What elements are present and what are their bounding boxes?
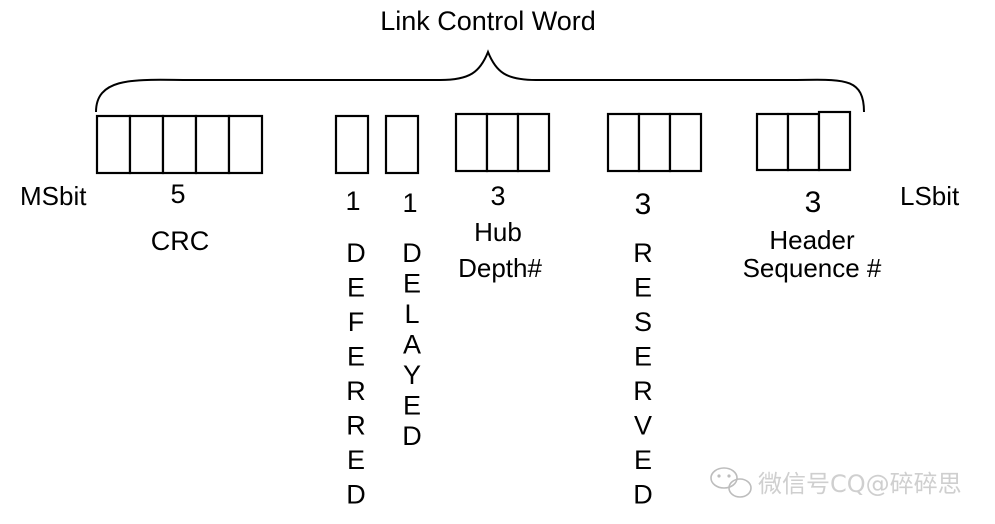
reserved-letter: V (634, 411, 652, 441)
deferred-letter: D (346, 238, 366, 268)
hub-depth-bit-count: 3 (490, 181, 505, 211)
delayed-bit-count: 1 (402, 188, 417, 218)
msbit-label: MSbit (20, 181, 87, 211)
header-seq-bit-box (817, 110, 852, 172)
reserved-letter: S (634, 307, 652, 337)
deferred-letter: R (346, 376, 366, 406)
bit-boxes (95, 110, 852, 175)
reserved-bit-count: 3 (635, 188, 652, 221)
crc-bit-count: 5 (170, 179, 185, 209)
hub-depth-label-line2: Depth# (458, 253, 542, 283)
watermark-text: 微信号CQ@碎碎思 (758, 470, 962, 498)
hub-depth-bit-box (516, 112, 551, 173)
reserved-letter: R (633, 376, 653, 406)
diagram-title: Link Control Word (380, 6, 596, 36)
hub-depth-bit-box (485, 112, 520, 173)
delayed-letter: E (403, 269, 421, 299)
watermark: 微信号CQ@碎碎思 (710, 467, 962, 498)
header-seq-bit-box (755, 112, 790, 172)
reserved-letter: R (633, 238, 653, 268)
wechat-icon (710, 467, 752, 498)
delayed-letter: L (404, 299, 419, 329)
delayed-letter: A (403, 330, 421, 360)
crc-bit-box (227, 114, 264, 175)
brace (95, 49, 865, 113)
crc-bit-box (161, 114, 198, 175)
crc-label: CRC (151, 226, 210, 256)
delayed-letter: E (403, 391, 421, 421)
delayed-letter: Y (403, 360, 421, 390)
deferred-letter: F (348, 307, 365, 337)
deferred-bit-box (334, 114, 370, 175)
header-seq-label-line2: Sequence # (743, 253, 882, 283)
reserved-bit-box (606, 112, 641, 173)
deferred-letter: E (347, 342, 365, 372)
deferred-letter: E (347, 273, 365, 303)
reserved-letter: E (634, 342, 652, 372)
deferred-letter: E (347, 445, 365, 475)
deferred-letter: D (346, 480, 366, 510)
reserved-letter: D (633, 480, 653, 510)
header-seq-label-line1: Header (769, 225, 855, 255)
crc-bit-box (128, 114, 165, 175)
header-seq-bit-count: 3 (805, 186, 822, 219)
reserved-bit-box (637, 112, 672, 173)
reserved-bit-box (668, 112, 703, 173)
lsbit-label: LSbit (900, 181, 960, 211)
crc-bit-box (95, 114, 132, 175)
crc-bit-box (194, 114, 231, 175)
delayed-letter: D (402, 421, 422, 451)
delayed-bit-box (384, 114, 420, 175)
hub-depth-label-line1: Hub (474, 217, 522, 247)
reserved-letter: E (634, 273, 652, 303)
deferred-letter: R (346, 411, 366, 441)
hub-depth-bit-box (454, 112, 489, 173)
reserved-letter: E (634, 445, 652, 475)
delayed-letter: D (402, 238, 422, 268)
deferred-bit-count: 1 (345, 186, 360, 216)
header-seq-bit-box (786, 112, 821, 172)
